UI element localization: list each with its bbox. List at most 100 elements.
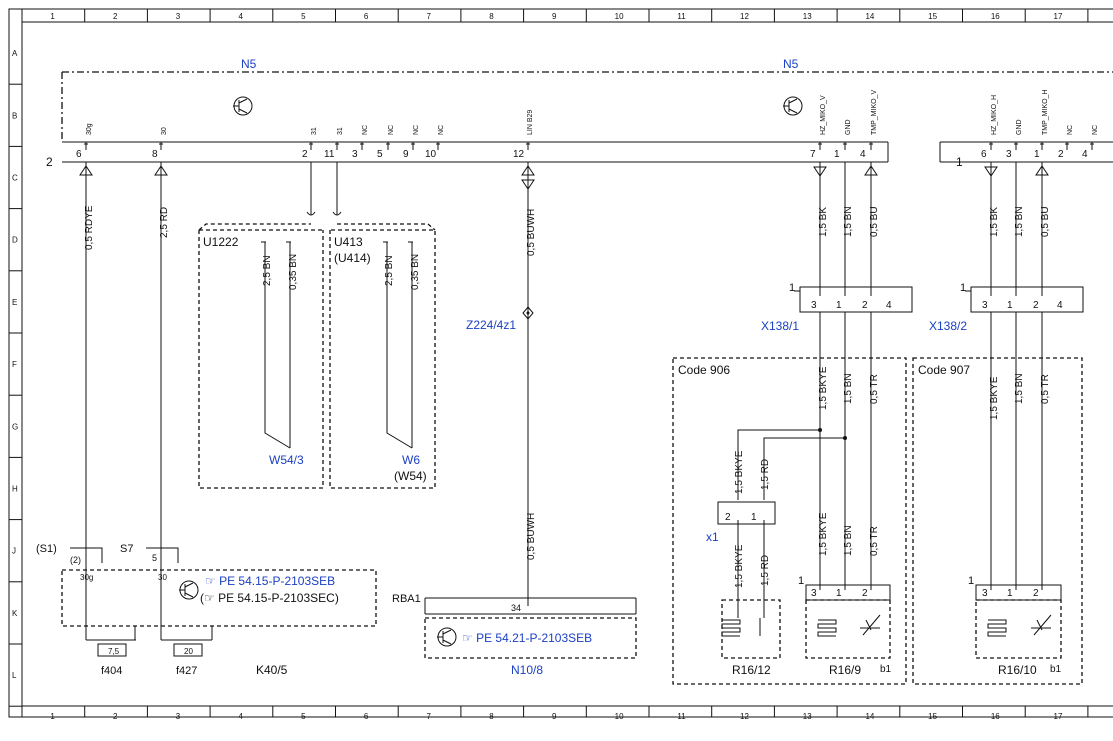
column-label: 1	[50, 12, 55, 21]
svg-text:30g: 30g	[86, 123, 93, 135]
column-label: 13	[803, 12, 812, 21]
svg-text:b1: b1	[1050, 664, 1062, 675]
wire-label: 1,5 BK	[818, 207, 829, 237]
rba1-label: RBA1	[392, 593, 421, 605]
wire-label: 1,5 BN	[1014, 373, 1025, 404]
pin-number: 6	[76, 149, 82, 160]
wire-label: 1,5 BKYE	[734, 450, 745, 494]
x1-connector	[717, 501, 776, 525]
n5-connector-right-number: 1	[956, 155, 963, 169]
f404-label: f404	[101, 665, 122, 677]
svg-text:2: 2	[862, 300, 868, 311]
column-label: 5	[301, 712, 306, 721]
svg-text:1: 1	[1007, 300, 1013, 311]
pin-number: 6	[981, 149, 987, 160]
column-label: 11	[677, 12, 686, 21]
column-label: 9	[552, 712, 557, 721]
column-label: 10	[615, 712, 624, 721]
svg-text:30g: 30g	[80, 573, 93, 582]
svg-text:7,5: 7,5	[108, 647, 120, 656]
row-label: J	[12, 547, 16, 556]
r16-9-label: R16/9	[829, 663, 861, 677]
row-label: C	[12, 174, 18, 183]
r16-12-box	[721, 599, 781, 659]
k40-5-box	[61, 569, 377, 627]
wire-label: 0,5 BUWH	[526, 513, 537, 560]
wire-labels: 0,5 RDYE 2,5 RD 0,5 BUWH 0,5 BUWH 1,5 BK…	[84, 205, 1051, 588]
pin-number: 3	[1006, 149, 1012, 160]
wire-label: 1,5 RD	[760, 459, 771, 490]
row-label: K	[12, 609, 18, 618]
u413-label: U413	[334, 235, 363, 249]
svg-text:2: 2	[725, 512, 731, 523]
r16-9-box	[805, 599, 891, 659]
r16-12-label: R16/12	[732, 663, 771, 677]
wire-label: 1,5 BN	[1014, 206, 1025, 237]
svg-text:1: 1	[798, 575, 804, 587]
svg-text:2: 2	[1033, 300, 1039, 311]
wire-label: 1,5 BK	[989, 207, 1000, 237]
k40-5-label: K40/5	[256, 663, 288, 677]
svg-text:31: 31	[337, 127, 344, 135]
column-label: 14	[865, 12, 874, 21]
svg-text:NC: NC	[438, 125, 445, 135]
column-label: 12	[740, 12, 749, 21]
pin-number: 4	[1082, 149, 1088, 160]
x138-pins: 3 1 2 4 3 1 2 4	[811, 300, 1063, 311]
column-label: 17	[1054, 12, 1063, 21]
row-label: B	[12, 111, 17, 120]
z224-label: Z224/4z1	[466, 318, 516, 332]
svg-text:1: 1	[968, 575, 974, 587]
w54-3-label: W54/3	[269, 453, 304, 467]
wire-label: 1,5 RD	[760, 555, 771, 586]
column-label: 1	[50, 712, 55, 721]
x138-2-label: X138/2	[929, 319, 967, 333]
column-label: 2	[113, 712, 118, 721]
column-label: 6	[364, 12, 369, 21]
row-label: F	[12, 360, 17, 369]
svg-text:3: 3	[982, 300, 988, 311]
r16-10-box	[975, 599, 1062, 659]
transistor-icon	[233, 96, 253, 116]
x138-1-label: X138/1	[761, 319, 799, 333]
svg-text:(2): (2)	[70, 555, 81, 565]
pin-number: 8	[152, 149, 158, 160]
n5-label-left: N5	[241, 57, 257, 71]
fuse-f427	[173, 643, 203, 657]
column-label: 4	[238, 712, 243, 721]
column-label: 12	[740, 712, 749, 721]
n5-connector-left-number: 2	[46, 155, 53, 169]
pe-ref-k40-b[interactable]: (☞ PE 54.15-P-2103SEC)	[200, 591, 339, 605]
column-label: 8	[489, 712, 494, 721]
row-label: D	[12, 236, 18, 245]
svg-text:2: 2	[1033, 588, 1039, 599]
svg-text:TMP_MIKO_H: TMP_MIKO_H	[1042, 89, 1049, 135]
code-906-label: Code 906	[678, 363, 730, 377]
n5-pin-names: 30g 30 31 31 NC NC NC NC LIN B29 HZ_MIKO…	[86, 89, 1099, 135]
svg-text:5: 5	[152, 553, 157, 563]
svg-text:30: 30	[158, 573, 167, 582]
row-label: E	[12, 298, 17, 307]
svg-text:NC: NC	[1067, 125, 1074, 135]
splice-icon	[522, 306, 534, 320]
svg-text:1: 1	[789, 282, 795, 294]
row-label: G	[12, 422, 18, 431]
row-label: H	[12, 485, 18, 494]
svg-text:1: 1	[1007, 588, 1013, 599]
wire-label: 1,5 BN	[843, 373, 854, 404]
pin-number: 9	[403, 149, 409, 160]
x1-label: x1	[706, 530, 719, 544]
u-boxes	[198, 223, 436, 489]
w54-label: (W54)	[394, 469, 427, 483]
wire-label: 2,5 RD	[159, 207, 170, 238]
pe-ref-n10[interactable]: ☞ PE 54.21-P-2103SEB	[462, 631, 592, 645]
n5-pin-labels: 6 8 2 11 3 5 9 10 12 7 1 4 6 3 1 2 4	[76, 149, 1088, 160]
column-label: 15	[928, 12, 937, 21]
pe-ref-k40-a[interactable]: ☞ PE 54.15-P-2103SEB	[205, 574, 335, 588]
column-label: 2	[113, 12, 118, 21]
n5-pin-terminals	[84, 142, 1094, 150]
wire-label: 2,5 BN	[384, 255, 395, 286]
svg-text:20: 20	[184, 647, 193, 656]
